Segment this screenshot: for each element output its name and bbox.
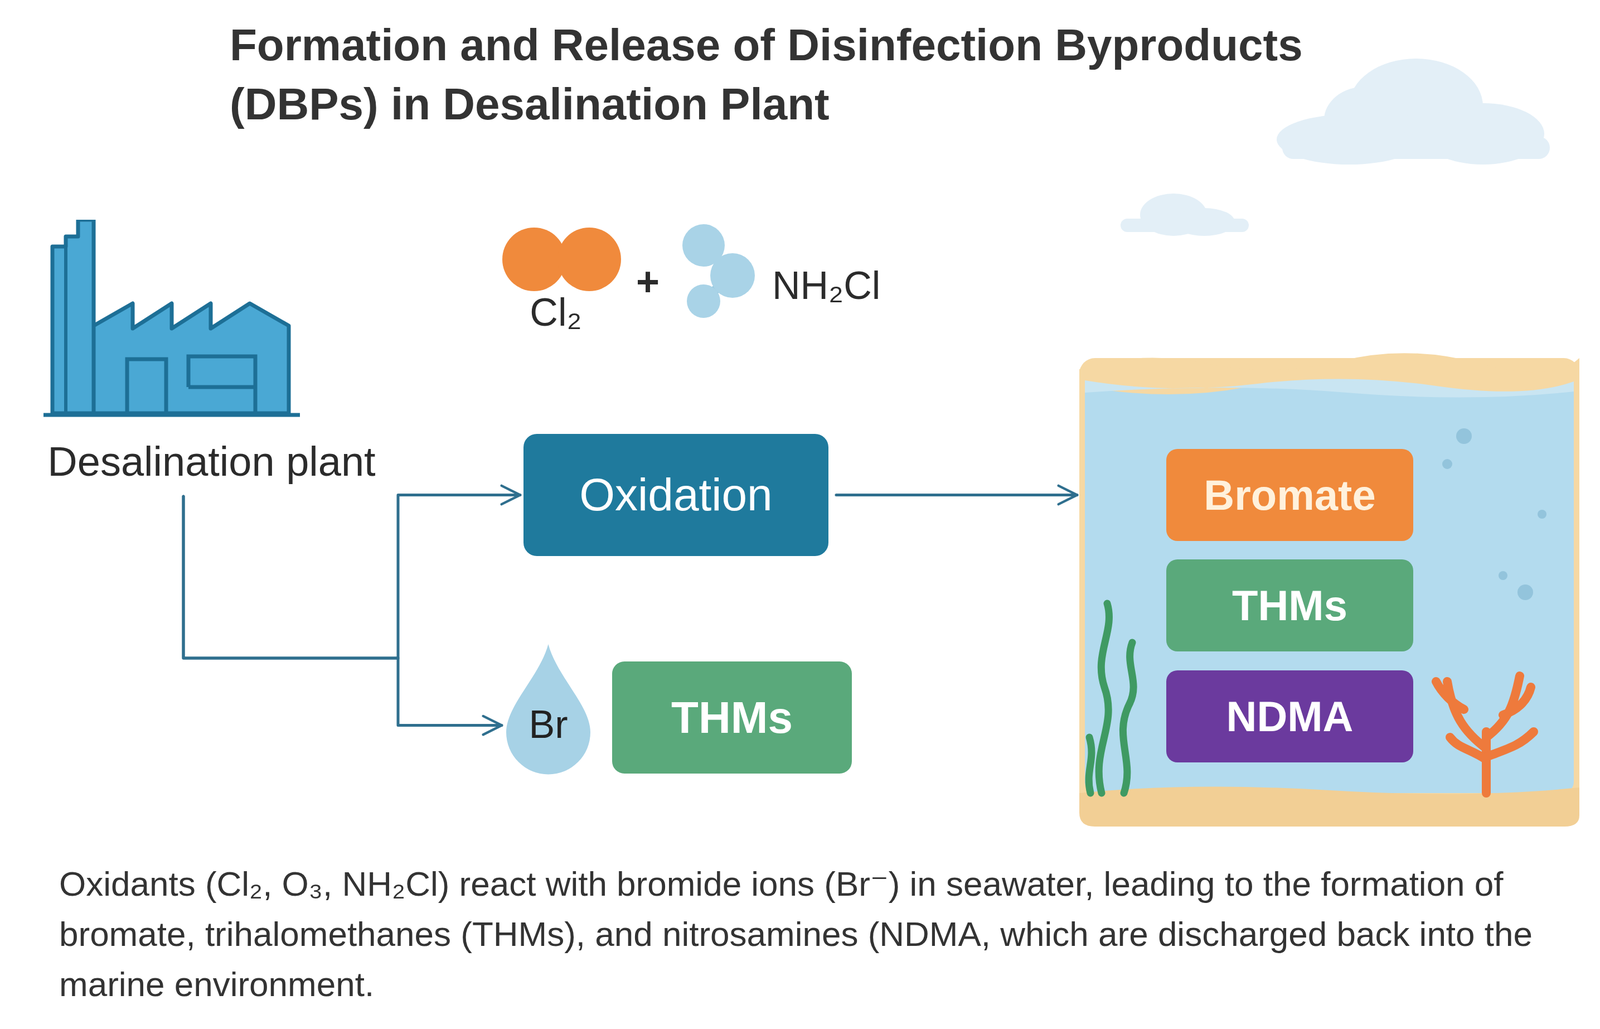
title: Formation and Release of Disinfection By…: [229, 15, 1334, 134]
process-box: Oxidation: [523, 433, 829, 556]
product-box: NDMA: [1166, 670, 1414, 763]
product-box: Bromate: [1166, 448, 1414, 541]
chloramine-molecule: [682, 224, 755, 318]
plant-node: Desalination plant: [10, 219, 414, 493]
seaweed: [1088, 603, 1134, 793]
node-text: THMs: [1232, 580, 1348, 630]
formula-label: Cl₂: [529, 289, 582, 335]
cloud: [1276, 58, 1550, 165]
cloud-small: [1120, 193, 1249, 236]
ocean-panel: BromateTHMsNDMA: [1079, 346, 1580, 827]
node-text: Br: [529, 701, 569, 748]
factory-icon: [10, 219, 414, 421]
node-text: NDMA: [1226, 691, 1354, 741]
formula-label: +: [636, 258, 660, 305]
bromide-drop: Br: [505, 642, 592, 776]
product-box: THMs: [612, 661, 852, 774]
flow-arrow: [183, 495, 521, 659]
node-text: Bromate: [1203, 470, 1376, 520]
product-box: THMs: [1166, 559, 1414, 652]
caption: Oxidants (Cl₂, O₃, NH₂Cl) react with bro…: [59, 858, 1582, 1010]
formula-label: NH₂Cl: [772, 263, 881, 308]
flow-arrow: [183, 496, 502, 726]
node-text: THMs: [671, 691, 793, 744]
node-text: Desalination plant: [47, 437, 376, 486]
bubbles: [1442, 428, 1547, 600]
node-text: Oxidation: [579, 468, 773, 521]
coral: [1436, 675, 1534, 793]
chlorine-molecule: [502, 227, 622, 292]
flow-arrow: [836, 493, 1078, 497]
